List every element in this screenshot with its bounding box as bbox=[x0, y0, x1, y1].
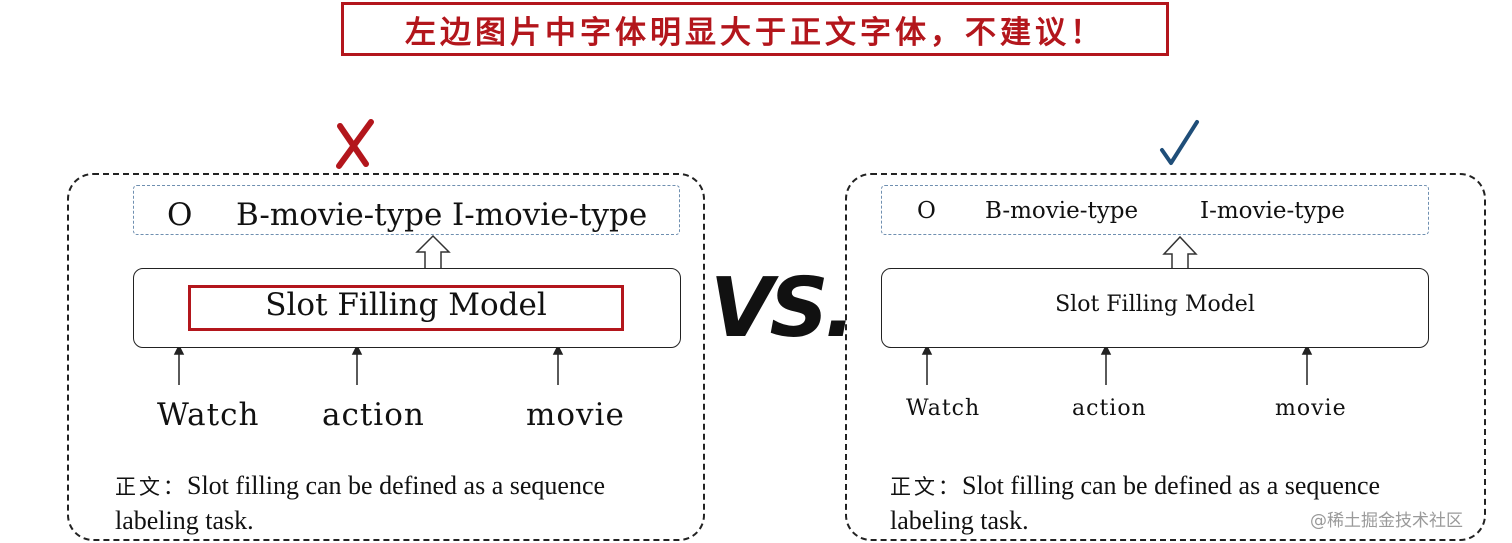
right-body-line2: labeling task. bbox=[890, 506, 1029, 535]
left-input-arrows bbox=[173, 344, 564, 385]
right-word-watch: Watch bbox=[906, 396, 981, 421]
right-label-box bbox=[881, 185, 1429, 235]
left-label-i: I-movie-type bbox=[452, 197, 648, 233]
left-model-label: Slot Filling Model bbox=[265, 287, 547, 323]
right-output-arrow bbox=[1162, 235, 1198, 268]
left-body-prefix: 正文： bbox=[115, 475, 187, 499]
left-word-watch: Watch bbox=[157, 397, 260, 433]
left-example-panel bbox=[67, 173, 705, 541]
left-model-highlight bbox=[188, 285, 624, 331]
right-label-o: O bbox=[917, 198, 936, 224]
right-body-prefix: 正文： bbox=[890, 475, 962, 499]
left-word-movie: movie bbox=[526, 397, 625, 433]
right-body-line1: Slot filling can be defined as a sequenc… bbox=[962, 471, 1381, 500]
right-model-box bbox=[881, 268, 1429, 348]
left-body-line1: Slot filling can be defined as a sequenc… bbox=[187, 471, 606, 500]
check-mark-icon bbox=[1160, 120, 1199, 165]
left-label-o: O bbox=[167, 197, 193, 233]
left-label-b: B-movie-type bbox=[236, 197, 443, 233]
warning-text: 左边图片中字体明显大于正文字体，不建议！ bbox=[405, 14, 1105, 51]
right-label-i: I-movie-type bbox=[1200, 198, 1345, 224]
right-word-movie: movie bbox=[1275, 396, 1347, 421]
vs-separator: VS. bbox=[710, 261, 856, 356]
right-label-b: B-movie-type bbox=[985, 198, 1139, 224]
left-body-line2: labeling task. bbox=[115, 506, 254, 535]
right-body-text: 正文：Slot filling can be defined as a sequ… bbox=[890, 469, 1380, 538]
site-watermark: @稀土掘金技术社区 bbox=[1310, 511, 1463, 531]
left-label-box bbox=[133, 185, 680, 235]
right-input-arrows bbox=[921, 344, 1313, 385]
right-word-action: action bbox=[1072, 396, 1147, 421]
left-output-arrow bbox=[415, 234, 451, 268]
left-body-text: 正文：Slot filling can be defined as a sequ… bbox=[115, 469, 605, 538]
cross-mark-icon bbox=[336, 119, 374, 169]
left-model-box bbox=[133, 268, 681, 348]
right-example-panel bbox=[845, 173, 1486, 541]
left-word-action: action bbox=[322, 397, 425, 433]
warning-banner: 左边图片中字体明显大于正文字体，不建议！ bbox=[341, 2, 1169, 56]
right-model-label: Slot Filling Model bbox=[1055, 292, 1255, 317]
